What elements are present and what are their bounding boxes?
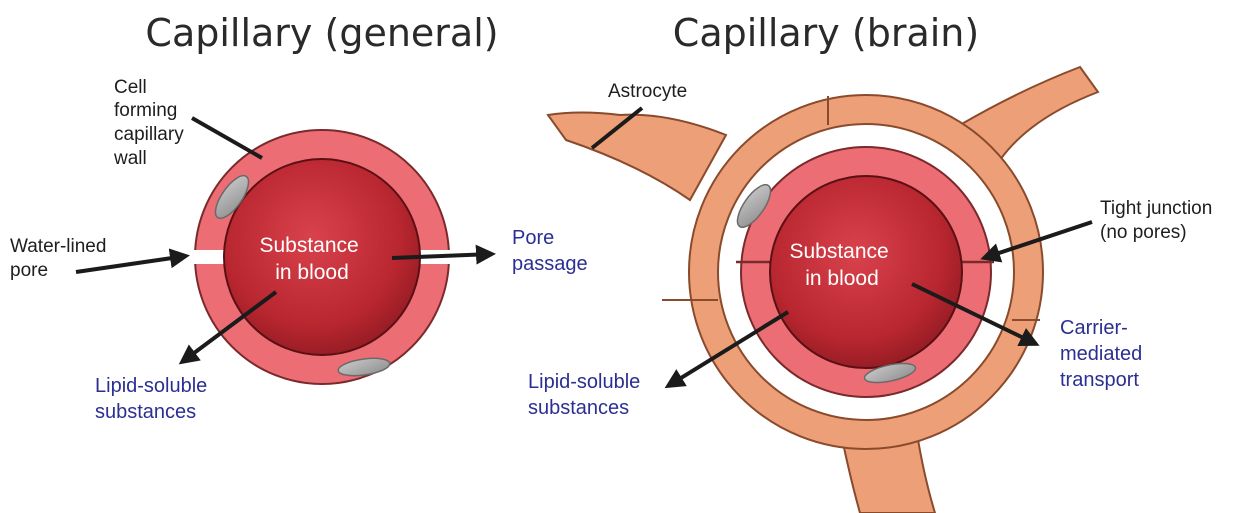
left-panel: Capillary (general) Substance in blood C… [10, 11, 588, 423]
tight-junction-label: Tight junction (no pores) [1100, 198, 1218, 243]
right-lipid-label: Lipid-soluble substances [528, 371, 646, 419]
pore-arrow [76, 256, 186, 272]
left-lipid-label: Lipid-soluble substances [95, 375, 213, 423]
pore-passage-label: Pore passage [512, 227, 588, 275]
left-blood-lumen [224, 159, 420, 355]
wall-label: Cell forming capillary wall [113, 77, 189, 169]
astrocyte-label: Astrocyte [608, 81, 687, 102]
carrier-label: Carrier- mediated transport [1060, 317, 1148, 391]
pore-label: Water-lined pore [10, 236, 112, 281]
right-panel: Capillary (brain) Substance in blood Ast… [528, 11, 1218, 513]
astrocyte-process-left [548, 113, 726, 201]
right-title: Capillary (brain) [673, 11, 979, 55]
wall-pointer-line [192, 118, 262, 158]
left-title: Capillary (general) [145, 11, 498, 55]
